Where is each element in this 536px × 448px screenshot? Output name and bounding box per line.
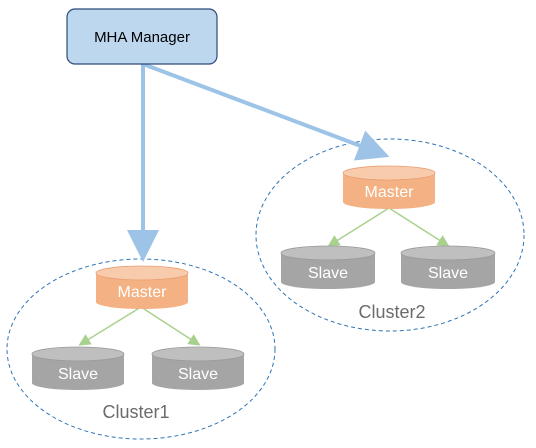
- cluster2-master-to-slave1-arrow: [327, 207, 390, 247]
- cluster1-slave-2-label: Slave: [178, 366, 218, 383]
- cluster2-slave-1-label: Slave: [308, 265, 348, 282]
- cluster2-slave-2-label: Slave: [428, 265, 468, 282]
- cluster2-slave-2-node: Slave: [400, 245, 496, 289]
- cluster2-master-label: Master: [365, 184, 415, 201]
- cluster1-master-to-slave2-arrow: [140, 306, 201, 346]
- mha-manager-node: MHA Manager: [66, 8, 218, 65]
- cluster1-master-node: Master: [95, 265, 189, 309]
- cluster2-master-to-slave2-arrow: [388, 207, 450, 247]
- cluster1-master-to-slave1-arrow: [78, 306, 142, 346]
- cluster2-name: Cluster2: [358, 302, 425, 322]
- cluster2-master-node: Master: [342, 165, 436, 209]
- cluster1-slave-2-node: Slave: [151, 346, 245, 390]
- cluster1-name: Cluster1: [102, 402, 169, 422]
- cluster1-slave-1-label: Slave: [58, 366, 98, 383]
- cluster2-slave-1-node: Slave: [280, 245, 376, 289]
- manager-to-cluster2-arrow: [142, 62, 390, 161]
- cluster2-boundary: [255, 138, 525, 332]
- cluster1-master-label: Master: [118, 284, 168, 301]
- mha-manager-label: MHA Manager: [94, 29, 190, 46]
- cluster1-slave-1-node: Slave: [31, 346, 125, 390]
